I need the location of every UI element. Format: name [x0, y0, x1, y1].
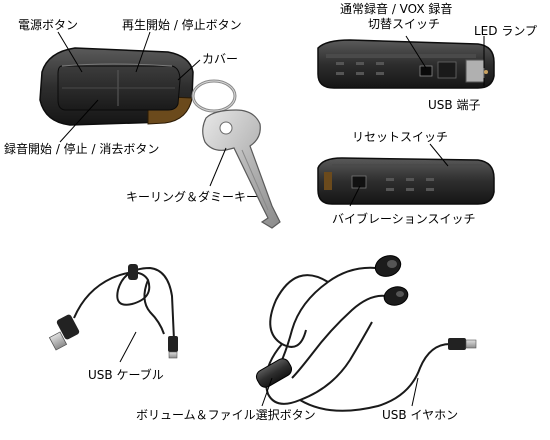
label-usb-port: USB 端子 [428, 98, 481, 112]
earbud-left [374, 255, 402, 277]
label-usb-earphone: USB イヤホン [382, 408, 459, 422]
recorder-side-view [317, 39, 495, 89]
label-mode-switch-line1: 通常録音 / VOX 録音 [340, 2, 453, 16]
earbud-right [383, 286, 409, 306]
label-mode-switch-line2: 切替スイッチ [368, 17, 441, 31]
usb-earphone-cable [264, 266, 451, 412]
dummy-key [202, 109, 281, 229]
usb-cable-ferrite [128, 264, 138, 280]
usb-cable-plug-a [48, 314, 80, 351]
earphone-usb-plug [448, 338, 477, 350]
label-reset-switch: リセットスイッチ [352, 130, 449, 144]
recorder-reverse-view [317, 157, 495, 205]
label-usb-cable: USB ケーブル [88, 368, 164, 382]
label-keyring-dummy-key: キーリング＆ダミーキー [126, 190, 259, 204]
leader-lines [57, 31, 485, 407]
earphone-remote [255, 358, 293, 388]
label-volume-file-select-button: ボリューム＆ファイル選択ボタン [136, 408, 316, 422]
usb-cable-plug-mini [168, 336, 178, 359]
label-power-button: 電源ボタン [18, 18, 79, 32]
label-cover: カバー [202, 52, 239, 66]
label-vibration-switch: バイブレーションスイッチ [332, 212, 476, 226]
keyring [191, 79, 237, 113]
usb-cable [73, 266, 175, 341]
label-play-stop-button: 再生開始 / 停止ボタン [122, 18, 242, 32]
label-record-stop-delete-button: 録音開始 / 停止 / 消去ボタン [4, 142, 160, 156]
keyfob-recorder [39, 47, 194, 126]
label-led-lamp: LED ランプ [474, 24, 537, 38]
